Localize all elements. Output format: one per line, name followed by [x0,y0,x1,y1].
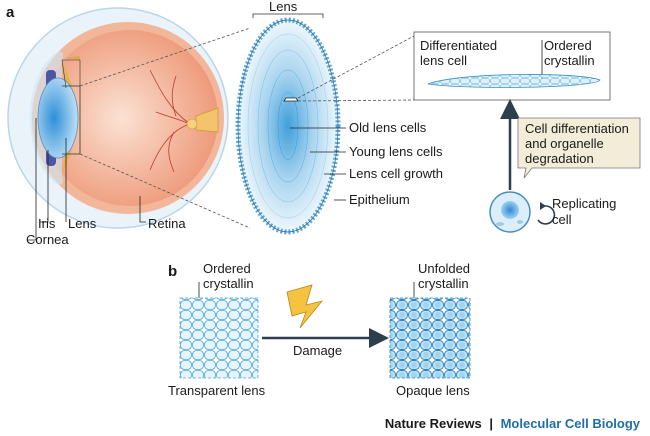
b-right-top-line2: crystallin [418,276,469,291]
lightning-icon [286,284,324,329]
panel-label-a: a [6,4,15,21]
opaque-lens-cells [389,297,471,379]
b-right-bottom: Opaque lens [396,383,470,398]
blood-vessels [149,69,191,173]
eye-diagram [7,7,229,229]
lens-title: Lens [269,0,298,14]
label-iris: Iris [38,216,56,231]
lens-bracket [252,13,324,18]
label-young-lens-cells: Young lens cells [349,144,443,159]
footer-credit: Nature Reviews | Molecular Cell Biology [385,416,641,431]
replicating-line1: Replicating [552,196,616,211]
footer-journal: Nature Reviews [385,416,482,431]
cycle-arrow-icon [537,205,556,225]
panel-label-b: b [168,263,177,280]
b-right-top-line1: Unfolded [418,261,470,276]
b-left-top-line1: Ordered [203,261,251,276]
footer-title: Molecular Cell Biology [501,416,641,431]
label-old-lens-cells: Old lens cells [349,120,427,135]
label-retina: Retina [148,216,186,231]
lens-body [238,20,338,232]
callout-line3: degradation [525,151,594,166]
inset-ordered-line2: crystallin [544,53,595,68]
label-epithelium: Epithelium [349,192,410,207]
callout-box: Cell differentiation and organelle degra… [517,117,641,179]
svg-text:Nature Reviews | M: Nature Reviews | Molecular Cell Biology [385,416,641,431]
b-left-top-line2: crystallin [203,276,254,291]
retina-inner [42,30,218,206]
lens-section: Lens [235,0,341,235]
optic-disc [186,118,198,130]
label-cornea: Cornea [26,232,69,247]
inset-ordered-line1: Ordered [544,38,592,53]
replicating-cell [489,191,556,233]
inset-differentiated-line1: Differentiated [420,38,497,53]
eye-lens [37,77,79,159]
lens-fiber-cell [427,74,601,88]
label-lens: Lens [68,216,97,231]
footer-separator: | [489,416,493,431]
ciliary-lower [62,148,72,174]
inset-box: Differentiated lens cell Ordered crystal… [413,31,611,101]
ciliary-upper [62,62,72,88]
damage-label: Damage [293,343,342,358]
inset-differentiated-line2: lens cell [420,53,467,68]
callout-line2: and organelle [525,136,604,151]
transparent-lens-cells [179,297,259,379]
callout-line1: Cell differentiation [525,121,629,136]
b-left-bottom: Transparent lens [168,383,266,398]
label-lens-cell-growth: Lens cell growth [349,166,443,181]
replicating-line2: cell [552,212,572,227]
